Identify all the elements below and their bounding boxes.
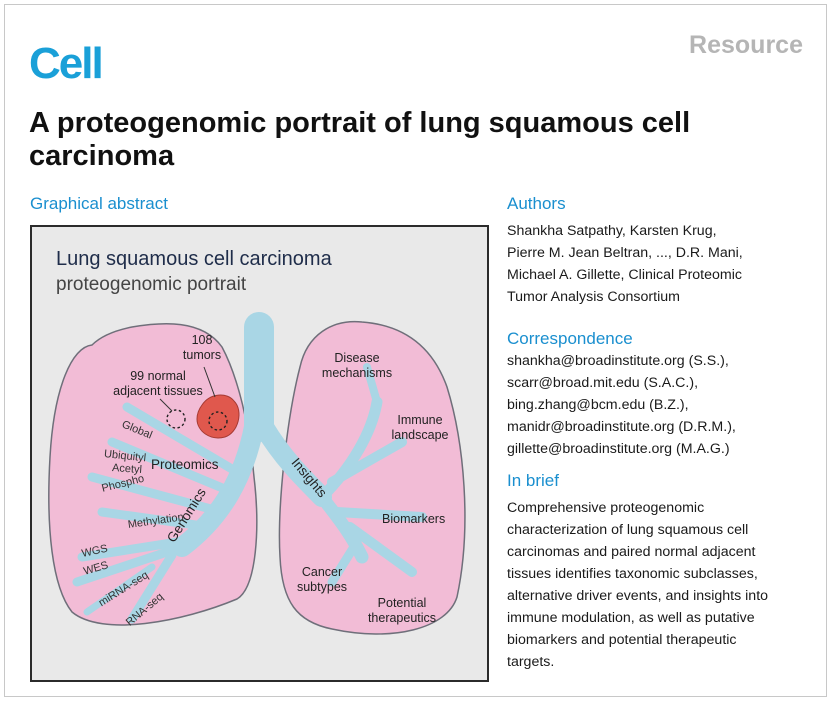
tumor-mark: [196, 394, 240, 439]
disease-mechanisms-label: Disease mechanisms: [321, 351, 393, 380]
correspondence-email[interactable]: manidr@broadinstitute.org (D.R.M.),: [507, 419, 736, 435]
article-title: A proteogenomic portrait of lung squamou…: [29, 107, 789, 173]
in-brief-line: targets.: [507, 654, 555, 670]
graphical-abstract-figure: Lung squamous cell carcinoma proteogenom…: [30, 225, 489, 682]
correspondence-email[interactable]: scarr@broad.mit.edu (S.A.C.),: [507, 375, 699, 391]
in-brief-line: tissues identifies taxonomic subclasses,: [507, 566, 758, 582]
normal-tissue-mark: [166, 409, 186, 429]
authors-heading: Authors: [507, 194, 566, 213]
article-type-label: Resource: [689, 31, 803, 59]
proteomics-label: Proteomics: [151, 457, 219, 472]
right-lung: [278, 320, 466, 635]
authors-line: Tumor Analysis Consortium: [507, 289, 680, 305]
authors-line: Michael A. Gillette, Clinical Proteomic: [507, 267, 742, 283]
normal-tissues-label: 99 normal adjacent tissues: [113, 369, 203, 398]
airway-tree: [72, 312, 427, 624]
tumor-pointer: [203, 366, 216, 398]
correspondence-email[interactable]: shankha@broadinstitute.org (S.S.),: [507, 353, 729, 369]
in-brief-heading: In brief: [507, 471, 559, 490]
lung-illustration: [48, 312, 466, 635]
authors-line: Shankha Satpathy, Karsten Krug,: [507, 223, 717, 239]
abstract-subtitle: proteogenomic portrait: [56, 274, 247, 295]
immune-landscape-label: Immune landscape: [391, 413, 449, 442]
correspondence-email[interactable]: bing.zhang@bcm.edu (B.Z.),: [507, 397, 689, 413]
abstract-title: Lung squamous cell carcinoma: [56, 248, 332, 270]
in-brief-line: immune modulation, as well as putative: [507, 610, 755, 626]
in-brief-text: Comprehensive proteogenomic characteriza…: [507, 497, 768, 673]
in-brief-line: Comprehensive proteogenomic: [507, 500, 705, 516]
potential-therapeutics-label: Potential therapeutics: [367, 596, 437, 625]
cancer-subtypes-label: Cancer subtypes: [296, 565, 348, 594]
tumors-label: 108 tumors: [182, 333, 222, 362]
cell-logo: Cell: [29, 39, 104, 88]
authors-line: Pierre M. Jean Beltran, ..., D.R. Mani,: [507, 245, 743, 261]
authors-list: Shankha Satpathy, Karsten Krug, Pierre M…: [507, 220, 743, 308]
biomarkers-label: Biomarkers: [382, 512, 446, 526]
correspondence-heading: Correspondence: [507, 329, 633, 348]
in-brief-line: biomarkers and potential therapeutic: [507, 632, 737, 648]
in-brief-line: alternative driver events, and insights …: [507, 588, 769, 604]
correspondence-list: shankha@broadinstitute.org (S.S.), scarr…: [507, 350, 736, 460]
title-line-2: carcinoma: [29, 140, 175, 172]
in-brief-line: characterization of lung squamous cell: [507, 522, 749, 538]
graphical-abstract-heading: Graphical abstract: [30, 194, 168, 213]
in-brief-line: carcinomas and paired normal adjacent: [507, 544, 756, 560]
title-line-1: A proteogenomic portrait of lung squamou…: [29, 107, 691, 139]
normal-pointer: [159, 398, 173, 412]
correspondence-email[interactable]: gillette@broadinstitute.org (M.A.G.): [507, 441, 730, 457]
